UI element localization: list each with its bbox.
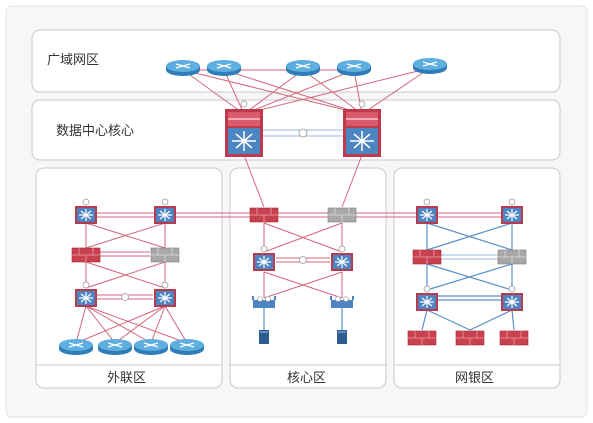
zone-netbank bbox=[393, 167, 561, 389]
router-icon bbox=[97, 338, 133, 356]
zone-label-extranet: 外联区 bbox=[107, 371, 146, 386]
router-icon bbox=[336, 59, 372, 77]
firewall-icon bbox=[327, 207, 357, 223]
firewall-icon bbox=[455, 330, 485, 346]
router-icon bbox=[412, 57, 448, 75]
zone-extranet bbox=[35, 167, 223, 389]
core-switch-icon bbox=[224, 108, 264, 158]
zone-label-netbank: 网银区 bbox=[455, 371, 494, 386]
router-icon bbox=[169, 338, 205, 356]
firewall-icon bbox=[150, 247, 180, 263]
firewall-icon bbox=[497, 249, 527, 265]
zone-label-wan: 广域网区 bbox=[47, 53, 99, 68]
router-icon bbox=[206, 59, 242, 77]
router-icon bbox=[133, 338, 169, 356]
zone-label-dc-core: 数据中心核心 bbox=[56, 124, 134, 139]
server-icon bbox=[259, 330, 269, 344]
links bbox=[75, 67, 516, 344]
firewall-icon bbox=[407, 330, 437, 346]
server-icon bbox=[337, 330, 347, 344]
core-switch-icon bbox=[342, 108, 382, 158]
firewall-icon bbox=[71, 247, 101, 263]
firewall-icon bbox=[499, 330, 529, 346]
link-joints bbox=[121, 100, 366, 301]
zone-label-core: 核心区 bbox=[287, 371, 326, 386]
zone-core bbox=[229, 167, 387, 389]
firewall-icon bbox=[249, 207, 279, 223]
router-icon bbox=[285, 59, 321, 77]
router-icon bbox=[165, 59, 201, 77]
firewall-icon bbox=[412, 249, 442, 265]
router-icon bbox=[58, 338, 94, 356]
